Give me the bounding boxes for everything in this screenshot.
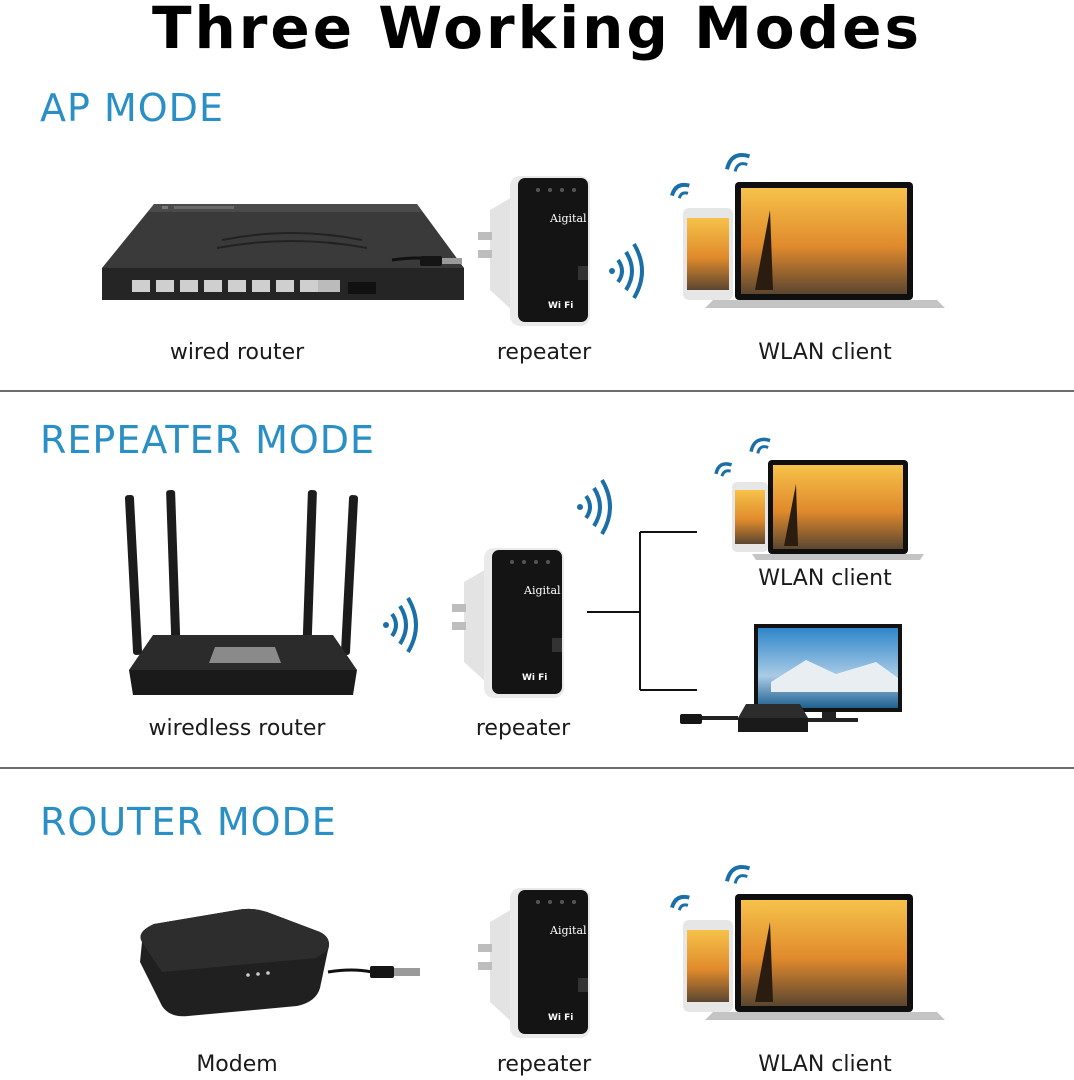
device-wifi-logo: Wi Fi: [522, 673, 547, 683]
connection-lines: [587, 531, 697, 691]
device-brand: Aigital: [549, 924, 587, 937]
device-wifi-logo: Wi Fi: [548, 301, 573, 311]
ap-mode-heading: AP MODE: [40, 86, 224, 130]
router-client-caption: WLAN client: [758, 1052, 892, 1077]
device-brand: Aigital: [523, 584, 561, 597]
repeater-mode-heading: REPEATER MODE: [40, 418, 376, 462]
device-brand: Aigital: [549, 212, 587, 225]
page-title: Three Working Modes: [151, 0, 923, 62]
repeater-client-caption: WLAN client: [758, 566, 892, 591]
modem-icon: [140, 908, 420, 1017]
wifi-repeater-icon: Aigital Wi Fi: [452, 548, 564, 698]
tv-icon: [680, 624, 902, 732]
section-divider: [0, 767, 1074, 769]
router-mode-heading: ROUTER MODE: [40, 800, 337, 844]
router-source-caption: Modem: [196, 1052, 278, 1077]
ap-repeater-caption: repeater: [496, 340, 592, 365]
wifi-repeater-icon: Aigital Wi Fi: [478, 176, 590, 326]
laptop-icon: [670, 153, 945, 308]
laptop-icon: [670, 865, 945, 1020]
repeater-source-caption: wiredless router: [148, 716, 326, 741]
wireless-router-icon: [124, 489, 359, 695]
device-wifi-logo: Wi Fi: [548, 1013, 573, 1023]
router-repeater-caption: repeater: [496, 1052, 592, 1077]
wifi-signal-icon: [577, 478, 612, 536]
ap-source-caption: wired router: [169, 340, 305, 365]
wifi-signal-icon: [383, 596, 418, 654]
ap-client-caption: WLAN client: [758, 340, 892, 365]
section-divider: [0, 390, 1074, 392]
repeater-repeater-caption: repeater: [475, 716, 571, 741]
router-switch-icon: [102, 204, 464, 300]
wifi-repeater-icon: Aigital Wi Fi: [478, 888, 590, 1038]
laptop-icon: [714, 437, 924, 560]
wifi-signal-icon: [609, 242, 644, 300]
